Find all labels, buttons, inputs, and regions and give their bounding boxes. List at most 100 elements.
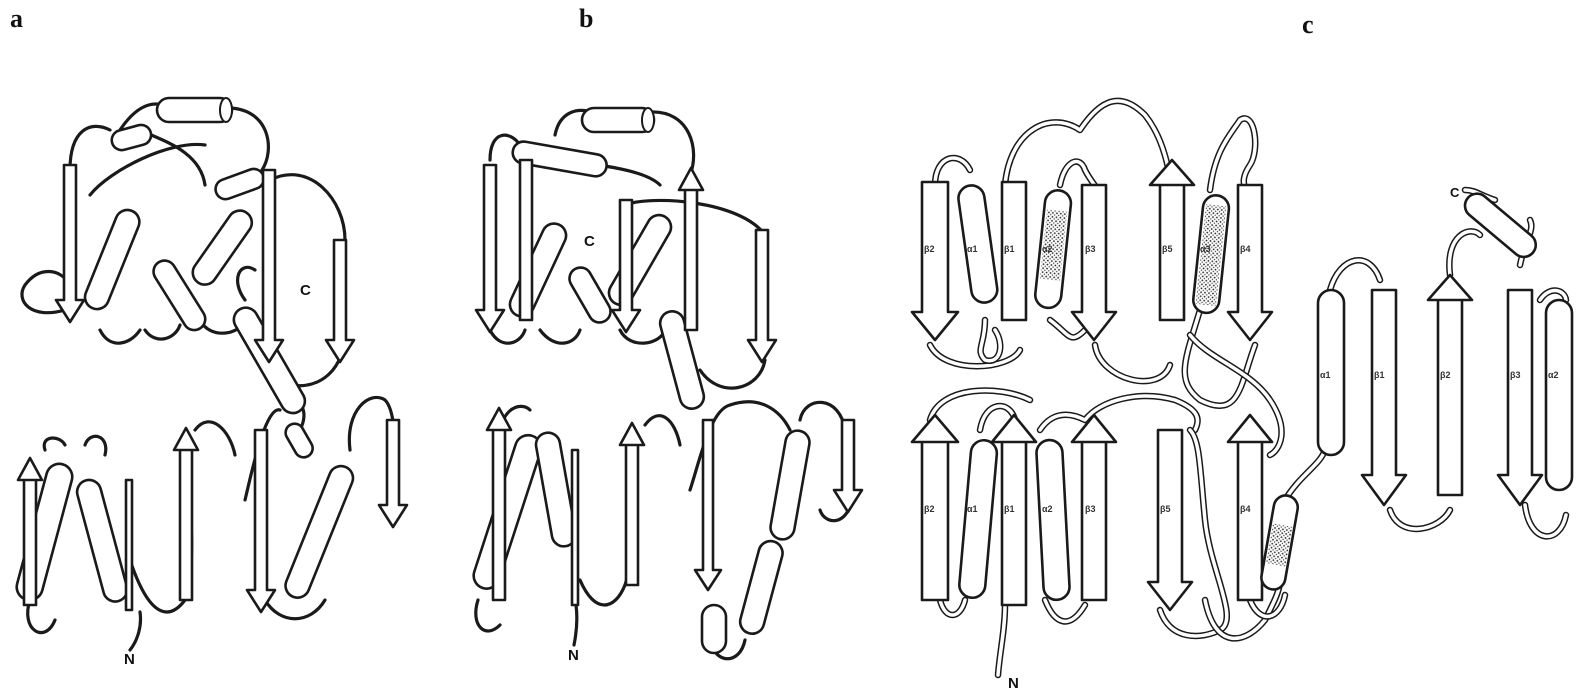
panel-b-loop — [645, 416, 680, 445]
strand-label: β2 — [924, 504, 935, 514]
strand-label: β4 — [1240, 244, 1251, 254]
panel-label-c: c — [1302, 10, 1314, 40]
panel-a-loop — [130, 560, 185, 612]
panel-b-helix — [769, 429, 812, 541]
strand-label: α2 — [1548, 370, 1559, 380]
strand-label: α3 — [1200, 244, 1211, 254]
strand-label: α2 — [1042, 504, 1053, 514]
panel-b-strand — [695, 420, 721, 590]
panel-a-loop — [230, 108, 268, 170]
panel-b-loop — [476, 600, 500, 631]
panel-c-strand — [912, 415, 958, 600]
panel-a-n-terminus: N — [124, 651, 135, 668]
panel-c-strand — [912, 182, 958, 340]
panel-a-helix — [110, 123, 154, 153]
panel-label-a: a — [10, 4, 23, 34]
panel-b-strand — [748, 230, 776, 362]
panel-a-strand — [247, 430, 275, 612]
panel-b-strand — [679, 168, 703, 330]
strand-label: β3 — [1510, 370, 1521, 380]
panel-c-helix — [1034, 189, 1072, 309]
panel-a-diagram — [14, 98, 407, 650]
strand-label: β5 — [1160, 504, 1171, 514]
panel-c-n-terminus: N — [1008, 675, 1019, 692]
panel-b-loop — [730, 402, 790, 430]
panel-c-strand — [1148, 430, 1192, 610]
panel-a-helix — [74, 477, 130, 604]
panel-a-loop — [130, 612, 141, 650]
panel-c-strand — [1362, 290, 1406, 505]
strand-label: β5 — [1162, 244, 1173, 254]
panel-c-strand — [1228, 185, 1272, 340]
panel-b-helix — [657, 309, 706, 412]
strand-label: β3 — [1085, 504, 1096, 514]
panel-b-loop — [540, 330, 580, 343]
panel-a-loop — [195, 422, 235, 455]
panel-b-helix — [582, 108, 654, 132]
panel-b-helix — [565, 264, 614, 327]
panel-b-loop — [700, 360, 765, 388]
panel-a-strand — [174, 428, 198, 600]
strand-label: β2 — [1440, 370, 1451, 380]
panel-a-strand — [379, 420, 407, 527]
panel-b-strand — [834, 420, 862, 512]
panel-a-strand — [56, 165, 84, 322]
panel-a-helix — [282, 420, 316, 460]
panel-a-c-terminus: C — [300, 282, 311, 299]
panel-a-loop — [90, 144, 205, 195]
panel-b-helix — [506, 220, 570, 321]
panel-a-helix — [157, 98, 232, 122]
panel-b-loop — [574, 605, 577, 645]
panel-b-loop — [490, 330, 525, 343]
panel-b-n-terminus: N — [568, 647, 579, 664]
panel-a-helix — [282, 462, 357, 601]
panel-c-helix — [958, 439, 998, 599]
panel-b-helix — [605, 211, 676, 310]
panel-a-loop — [85, 436, 106, 455]
panel-b-loop — [800, 402, 845, 430]
panel-c-helix — [1192, 194, 1230, 314]
panel-b-strand — [572, 450, 578, 605]
strand-label: β1 — [1004, 244, 1015, 254]
panel-a-loop — [100, 330, 140, 343]
panel-b-diagram — [470, 108, 862, 659]
strand-label: α1 — [967, 244, 978, 254]
panel-a-loop — [44, 438, 65, 450]
panel-a-helix — [81, 206, 143, 312]
panel-b-strand — [520, 160, 532, 320]
panel-c-helix — [1259, 494, 1299, 592]
strand-label: α1 — [1320, 370, 1331, 380]
panel-a-strand — [126, 480, 132, 610]
strand-label: β1 — [1374, 370, 1385, 380]
panel-label-b: b — [579, 4, 593, 34]
panel-b-loop — [650, 112, 694, 175]
panel-c-strand — [1072, 185, 1116, 340]
panel-a-strand — [326, 240, 354, 362]
panel-a-loop — [265, 600, 325, 619]
strand-label: β1 — [1004, 504, 1015, 514]
panel-b-helix — [737, 538, 785, 636]
panel-c-strand — [1498, 290, 1542, 505]
panel-b-helix — [702, 605, 726, 653]
strand-label: β4 — [1240, 504, 1251, 514]
panel-c-helix — [1036, 439, 1070, 600]
panel-b-c-terminus: C — [584, 233, 595, 250]
panel-c-strand — [1428, 275, 1472, 495]
strand-label: α1 — [967, 504, 978, 514]
panel-a-loop — [145, 325, 180, 339]
panel-b-strand — [476, 165, 504, 332]
panel-c-helix — [1546, 300, 1572, 490]
panel-a-helix — [213, 166, 267, 202]
panel-c-labels-top: β2 α1 β1 α2 β3 β5 α3 β4 — [924, 244, 1251, 254]
strand-label: β2 — [924, 244, 935, 254]
panel-c-diagram — [912, 101, 1572, 675]
panel-b-loop — [580, 580, 625, 605]
panel-a-loop — [70, 126, 110, 170]
panel-a-loop — [270, 175, 345, 240]
panel-a-loop — [238, 267, 255, 300]
panel-c-c-terminus: C — [1450, 185, 1460, 200]
panel-b-helix — [470, 432, 544, 592]
panel-b-strand — [620, 423, 644, 585]
panel-a-helix — [188, 206, 256, 289]
